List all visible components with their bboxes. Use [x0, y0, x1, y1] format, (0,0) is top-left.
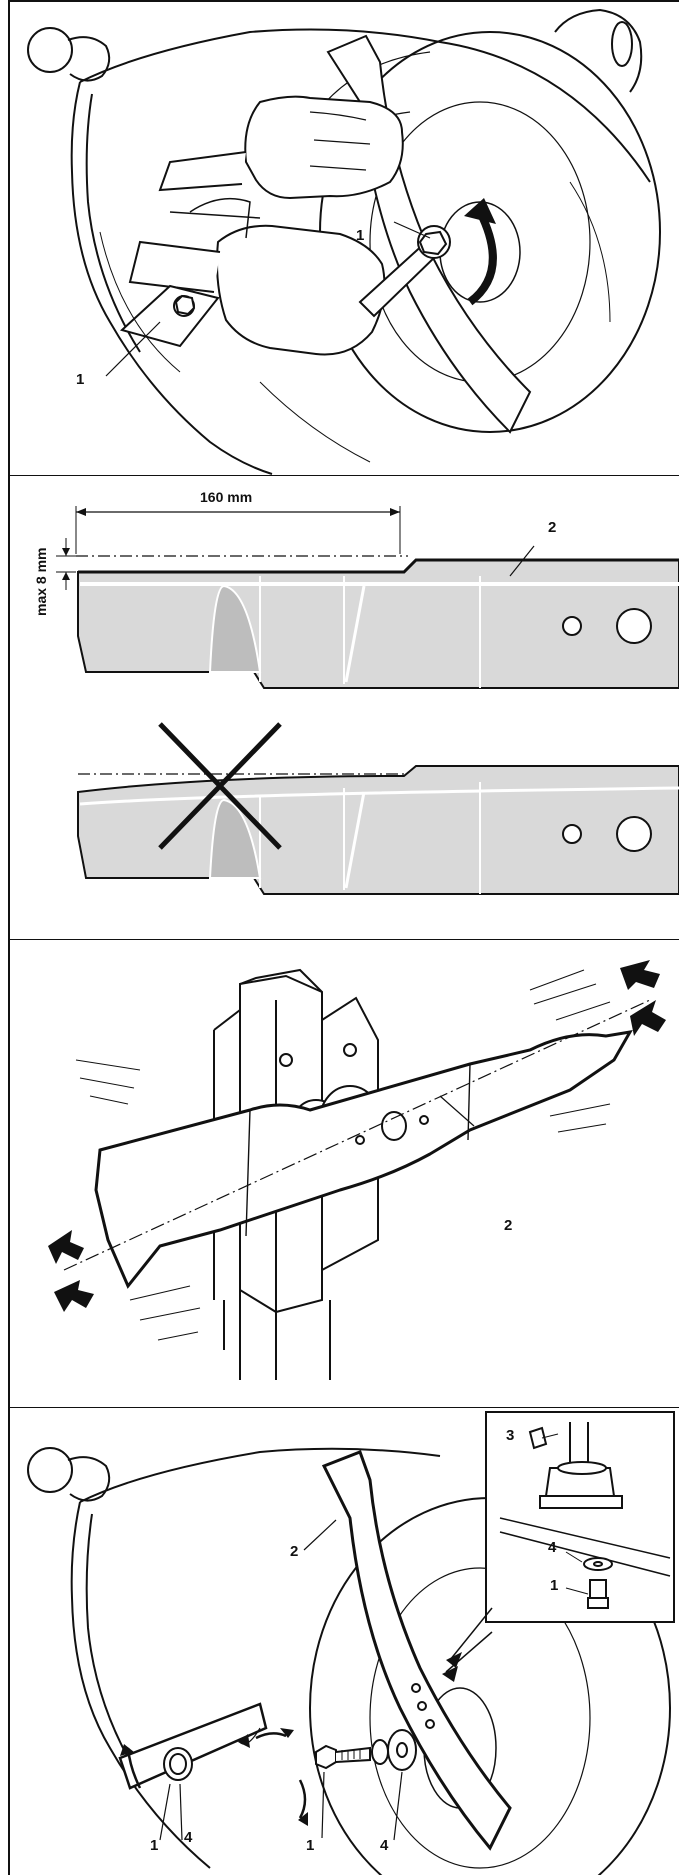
- callout-4-mount-right: 4: [380, 1837, 389, 1854]
- illustration-blade-wear: [56, 506, 679, 895]
- page-frame-top: [8, 0, 679, 2]
- dimension-160mm: 160 mm: [200, 489, 253, 505]
- callout-2-blade: 2: [548, 519, 557, 536]
- illustration-loosen-blade: [27, 8, 661, 475]
- dimension-max-8mm: max 8 mm: [33, 547, 49, 616]
- balance-arrows: [48, 960, 666, 1312]
- callout-1-mount-right: 1: [306, 1837, 315, 1854]
- panel-blade-mount: 2 1 4 1 4 3 4 1: [10, 1408, 679, 1875]
- panel-loosen-blade: 1 1: [10, 2, 679, 475]
- panel-blade-wear: 160 mm max 8 mm 2: [10, 476, 679, 939]
- callout-3-inset-key: 3: [506, 1427, 515, 1444]
- callout-1-bolt: 1: [356, 227, 365, 244]
- panel-blade-balance: 2: [10, 940, 679, 1407]
- illustration-blade-balance: [48, 960, 666, 1380]
- panel-divider-1: [10, 475, 679, 476]
- panel-divider-3: [10, 1407, 679, 1408]
- callout-2-mount-blade: 2: [290, 1543, 299, 1560]
- callout-1-inset-bolt: 1: [550, 1577, 559, 1594]
- callout-4-inset-washer: 4: [548, 1539, 557, 1556]
- panel-divider-2: [10, 939, 679, 940]
- callout-1-mount-left: 1: [150, 1837, 159, 1854]
- callout-4-mount-left: 4: [184, 1829, 193, 1846]
- illustration-blade-mount: [27, 1411, 675, 1875]
- callout-2-blade-balance: 2: [504, 1217, 513, 1234]
- callout-1-nut: 1: [76, 371, 85, 388]
- page-frame-left: [8, 0, 10, 1875]
